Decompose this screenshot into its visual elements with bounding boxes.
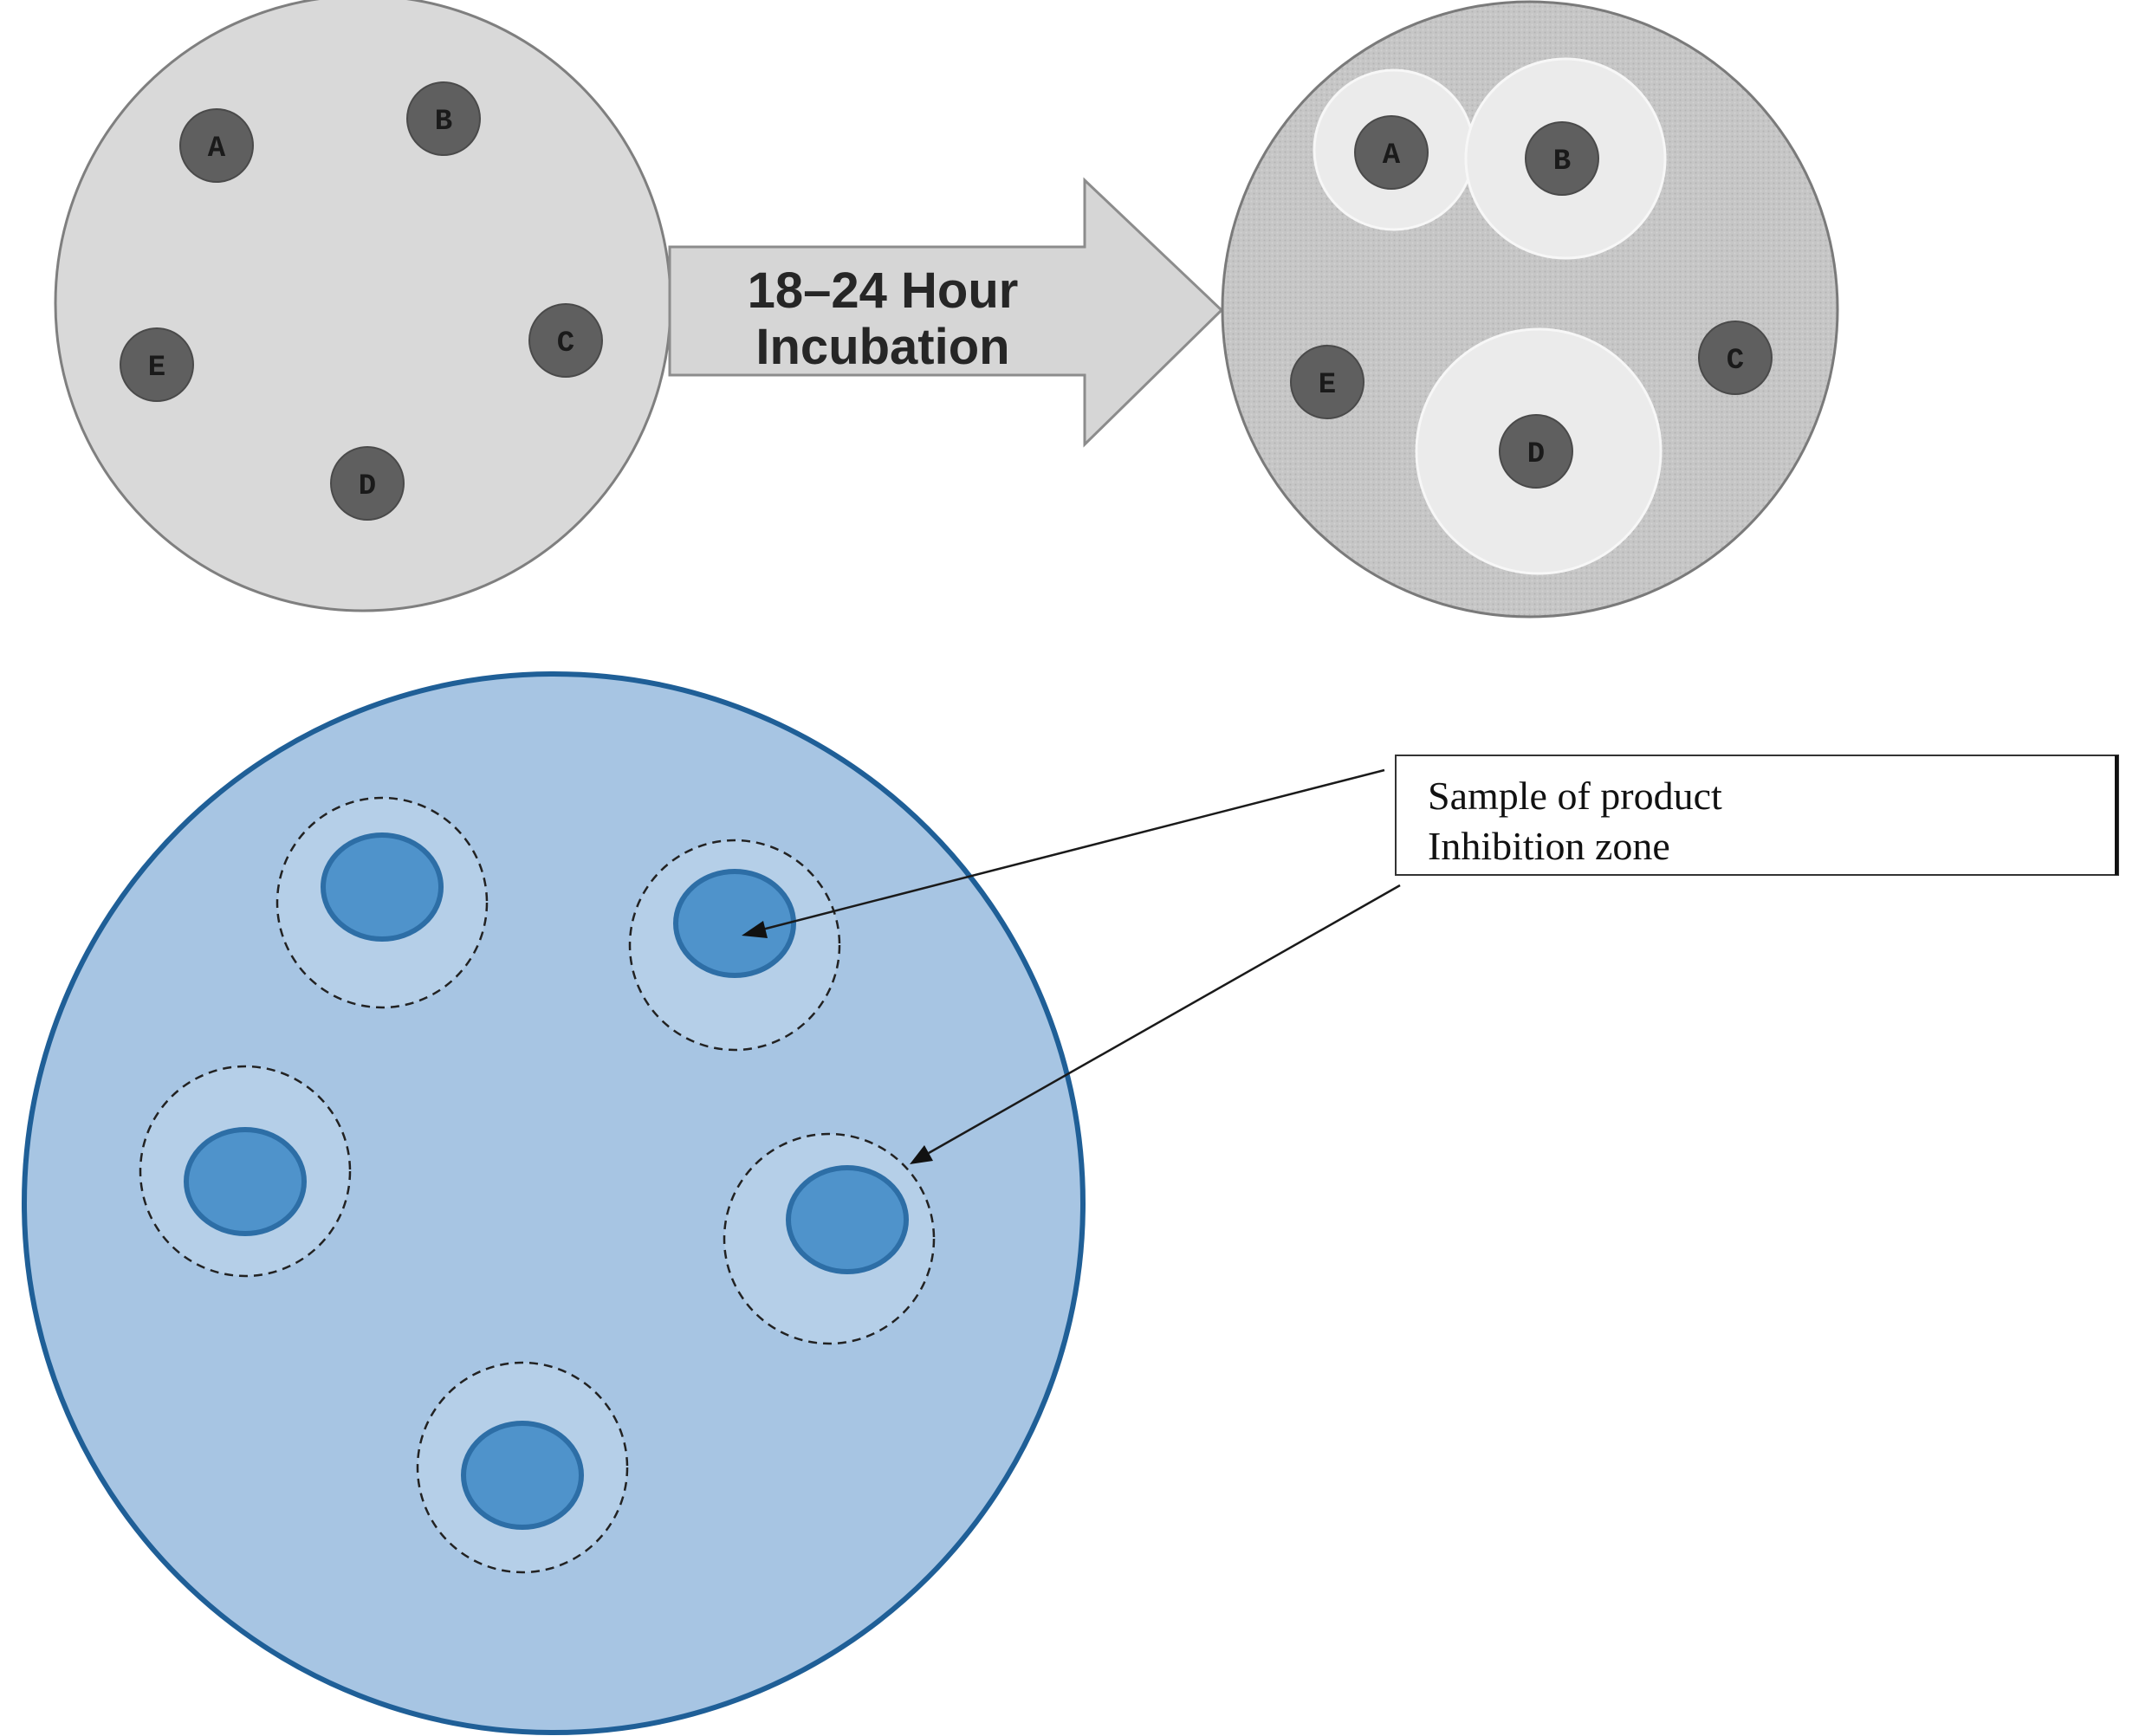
disc-label-e-after: E: [1319, 369, 1336, 402]
antibiotic-disc-b: B: [406, 81, 481, 156]
legend-sample-label: Sample of product: [1428, 774, 1722, 818]
leader-arrow-sample: [742, 768, 1385, 938]
disc-label-b-after: B: [1553, 146, 1571, 178]
sample-well-1: [275, 796, 489, 1009]
plate-before-incubation: A B C D E: [54, 0, 672, 612]
sample-well-5: [416, 1361, 629, 1574]
antibiotic-disc-a-after: A: [1354, 115, 1429, 190]
arrow-label-line2: Incubation: [755, 319, 1009, 375]
legend-box: [1395, 755, 2119, 876]
blue-agar-plate: [22, 671, 1086, 1735]
disc-label-b: B: [435, 106, 452, 139]
incubation-arrow: 18–24 Hour Incubation: [668, 177, 1224, 448]
disc-label-d: D: [359, 470, 376, 503]
disc-label-c-after: C: [1727, 345, 1744, 378]
arrow-label-line1: 18–24 Hour: [748, 262, 1019, 319]
antibiotic-disc-e: E: [120, 327, 194, 402]
sample-well-4: [723, 1132, 936, 1345]
sample-well-2: [628, 839, 841, 1052]
product-sample: [673, 869, 796, 978]
product-sample: [184, 1127, 307, 1236]
disc-label-c: C: [557, 327, 574, 360]
legend-zone-label: Inhibition zone: [1428, 824, 1670, 868]
antibiotic-disc-d-after: D: [1499, 414, 1573, 489]
product-sample: [461, 1421, 584, 1530]
product-sample: [321, 832, 444, 942]
leader-arrow-zone: [910, 884, 1401, 1164]
disc-label-d-after: D: [1527, 438, 1545, 471]
antibiotic-disc-c-after: C: [1698, 321, 1773, 395]
plate-after-incubation: A B C D E: [1221, 0, 1839, 619]
sample-well-3: [139, 1065, 352, 1278]
antibiotic-disc-b-after: B: [1525, 121, 1599, 196]
antibiotic-disc-d: D: [330, 446, 405, 521]
arrow-shape: [668, 177, 1224, 448]
disc-label-e: E: [148, 352, 165, 385]
antibiotic-disc-e-after: E: [1290, 345, 1364, 419]
disc-label-a: A: [208, 133, 226, 165]
legend: Sample of product Inhibition zone: [1395, 755, 2119, 876]
disc-label-a-after: A: [1383, 139, 1401, 172]
antibiotic-disc-c: C: [528, 303, 603, 378]
antibiotic-disc-a: A: [179, 108, 254, 183]
product-sample: [786, 1165, 909, 1274]
